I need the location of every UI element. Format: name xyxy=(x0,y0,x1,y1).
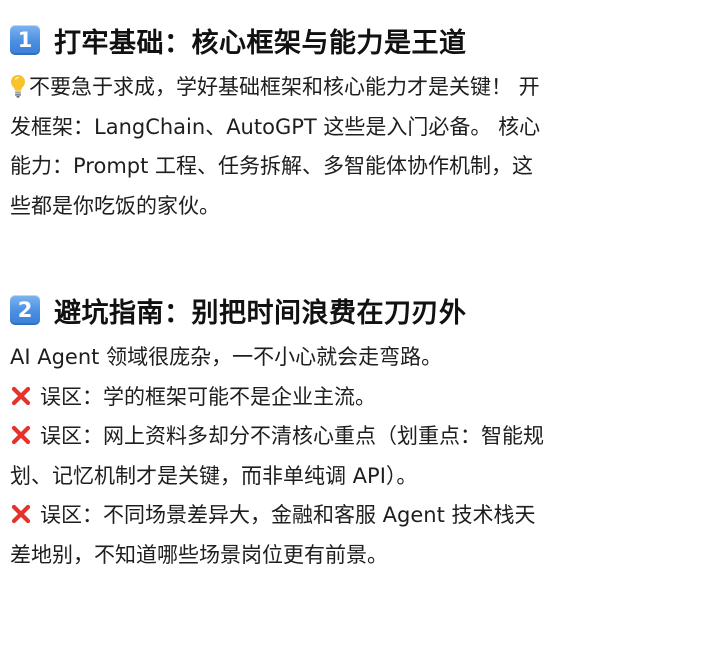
keycap-number-icon: 1 xyxy=(10,25,40,55)
body-line: 能力：Prompt 工程、任务拆解、多智能体协作机制，这 xyxy=(10,154,534,178)
light-bulb-icon xyxy=(11,75,25,98)
body-line: 些都是你吃饭的家伙。 xyxy=(10,193,220,218)
pitfall-item: 误区：不同场景差异大，金融和客服 Agent 技术栈天 xyxy=(10,496,715,536)
section-heading: 1 打牢基础：核心框架与能力是王道 xyxy=(10,18,715,62)
cross-mark-icon xyxy=(11,425,31,445)
section-body: AI Agent 领域很庞杂，一不小心就会走弯路。 误区：学的框架可能不是企业主… xyxy=(10,338,715,575)
keycap-number-icon: 2 xyxy=(10,295,40,325)
body-line: 发框架：LangChain、AutoGPT 这些是入门必备。 核心 xyxy=(10,114,541,139)
pitfall-continuation: 划、记忆机制才是关键，而非单纯调 API）。 xyxy=(10,463,418,488)
section-title: 避坑指南：别把时间浪费在刀刃外 xyxy=(54,297,467,329)
article: 1 打牢基础：核心框架与能力是王道 不要急于求成，学好基础框架和核心能力才是关键… xyxy=(10,0,715,575)
section-body: 不要急于求成，学好基础框架和核心能力才是关键！ 开 发框架：LangChain、… xyxy=(10,68,715,226)
section-pitfalls: 2 避坑指南：别把时间浪费在刀刃外 AI Agent 领域很庞杂，一不小心就会走… xyxy=(10,226,715,575)
pitfall-item: 误区：学的框架可能不是企业主流。 xyxy=(10,378,715,418)
pitfall-text: 误区：网上资料多却分不清核心重点（划重点：智能规 xyxy=(40,424,544,448)
cross-mark-icon xyxy=(11,386,31,405)
body-line: 不要急于求成，学好基础框架和核心能力才是关键！ 开 xyxy=(10,68,715,108)
section-title: 打牢基础：核心框架与能力是王道 xyxy=(54,27,467,59)
pitfall-text: 误区：学的框架可能不是企业主流。 xyxy=(40,384,376,409)
intro-line: AI Agent 领域很庞杂，一不小心就会走弯路。 xyxy=(10,345,443,369)
pitfall-continuation: 差地别，不知道哪些场景岗位更有前景。 xyxy=(10,542,388,567)
body-text: 不要急于求成，学好基础框架和核心能力才是关键！ 开 xyxy=(29,75,540,99)
cross-mark-icon xyxy=(11,504,31,524)
section-fundamentals: 1 打牢基础：核心框架与能力是王道 不要急于求成，学好基础框架和核心能力才是关键… xyxy=(10,0,715,226)
pitfall-item: 误区：网上资料多却分不清核心重点（划重点：智能规 xyxy=(10,417,715,457)
pitfall-text: 误区：不同场景差异大，金融和客服 Agent 技术栈天 xyxy=(40,503,536,527)
section-heading: 2 避坑指南：别把时间浪费在刀刃外 xyxy=(10,288,715,332)
